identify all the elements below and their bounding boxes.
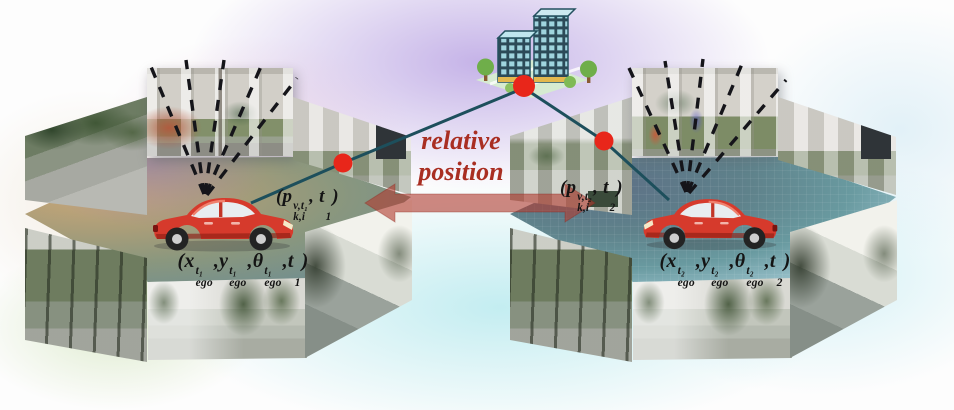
car-body xyxy=(154,198,294,239)
car-pillar xyxy=(219,202,223,217)
left-camera-view-back-left xyxy=(25,228,147,362)
left-camera-view-back xyxy=(148,278,307,360)
car-glass xyxy=(191,202,255,218)
car-headlight xyxy=(283,220,293,230)
car-hub xyxy=(256,234,266,244)
ego-vehicle-left xyxy=(153,198,294,252)
right-camera-view-front xyxy=(632,68,778,156)
tree-icon xyxy=(477,58,597,93)
car-taillight xyxy=(153,225,158,232)
tower-back xyxy=(532,8,577,83)
relative-position-label: relative position xyxy=(381,126,541,187)
car-hub xyxy=(172,234,182,244)
car-door-handle xyxy=(231,222,240,225)
ego-vehicle-right xyxy=(643,199,778,251)
left-camera-view-front-left xyxy=(25,97,147,215)
left-camera-view-front xyxy=(147,68,293,156)
relative-position-line2: position xyxy=(418,156,504,186)
building-icon xyxy=(476,8,597,98)
car-door-handle xyxy=(204,222,213,225)
car-roof-highlight xyxy=(192,199,226,216)
right-camera-view-back xyxy=(633,278,792,360)
relative-position-line1: relative xyxy=(421,126,501,155)
